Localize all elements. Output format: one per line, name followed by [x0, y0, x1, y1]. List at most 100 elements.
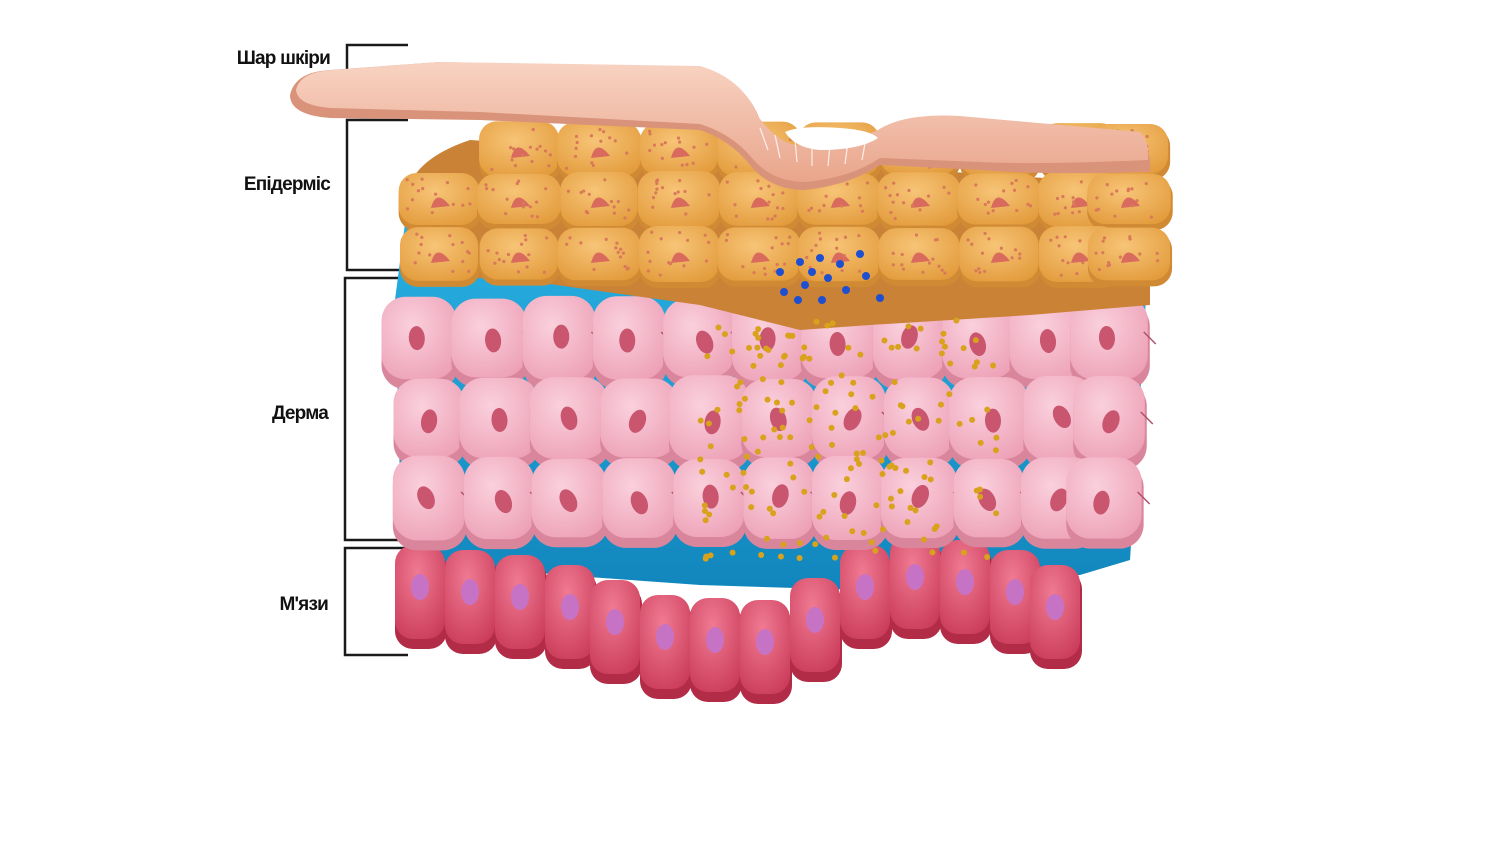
yellow-particle	[815, 453, 822, 460]
yellow-particle	[853, 456, 860, 463]
epidermis-nucleus	[991, 197, 1010, 208]
dermis-cell	[522, 295, 604, 391]
yellow-particle	[743, 453, 750, 460]
dermis-cell	[459, 377, 548, 469]
yellow-particle	[977, 493, 984, 500]
yellow-particle	[993, 510, 1000, 517]
yellow-particle	[829, 320, 836, 327]
yellow-particle	[721, 331, 728, 338]
muscle-nucleus	[656, 624, 674, 650]
yellow-particle	[701, 502, 708, 509]
dermis-cell	[1070, 296, 1157, 390]
yellow-particle	[789, 332, 796, 339]
yellow-particle	[852, 405, 859, 412]
yellow-particle	[736, 401, 743, 408]
muscle-cell	[1030, 565, 1082, 669]
muscle-nucleus	[756, 629, 774, 655]
yellow-particle	[789, 399, 796, 406]
dermis-cell	[602, 458, 685, 548]
muscle-nucleus	[806, 607, 824, 633]
blue-particle	[780, 288, 788, 296]
dermis-cell	[880, 457, 966, 549]
yellow-particle	[748, 504, 755, 511]
yellow-particle	[828, 424, 835, 431]
yellow-particle	[796, 540, 803, 547]
yellow-particle	[729, 348, 736, 355]
muscle-cell	[890, 535, 942, 639]
yellow-particle	[872, 547, 879, 554]
epidermis-cell	[1087, 227, 1173, 287]
yellow-particle	[927, 476, 934, 483]
dermis-nucleus	[630, 491, 649, 515]
yellow-particle	[790, 474, 797, 481]
epidermis-nucleus	[591, 252, 610, 263]
dermis-nucleus	[702, 484, 719, 509]
yellow-particle	[737, 379, 744, 386]
muscle-cell	[940, 540, 992, 644]
yellow-particle	[940, 330, 947, 337]
epidermis-cell	[639, 122, 721, 182]
yellow-particle	[787, 434, 794, 441]
blue-particle	[818, 296, 826, 304]
yellow-particle	[723, 471, 730, 478]
yellow-particle	[799, 355, 806, 362]
yellow-particle	[734, 383, 741, 390]
yellow-particle	[829, 441, 836, 448]
yellow-particle	[757, 352, 764, 359]
epidermis-nucleus	[1071, 252, 1090, 263]
dermis-nucleus	[408, 326, 425, 351]
epidermis-nucleus	[671, 197, 690, 208]
yellow-particle	[921, 474, 928, 481]
muscle-nucleus	[461, 579, 479, 605]
yellow-particle	[972, 337, 979, 344]
yellow-particle	[808, 444, 815, 451]
muscle-layer	[395, 535, 1082, 704]
epidermis-nucleus	[591, 197, 610, 208]
yellow-particle	[935, 417, 942, 424]
dermis-cell	[1066, 457, 1151, 549]
yellow-particle	[755, 326, 762, 333]
dermis-nucleus	[772, 484, 789, 508]
yellow-particle	[841, 512, 848, 519]
yellow-particle	[887, 495, 894, 502]
epidermis-cell	[878, 228, 962, 286]
yellow-particle	[705, 420, 712, 427]
muscle-nucleus	[856, 574, 874, 600]
yellow-particle	[905, 418, 912, 425]
blue-particle	[816, 254, 824, 262]
yellow-particle	[977, 439, 984, 446]
yellow-particle	[886, 463, 893, 470]
yellow-particle	[750, 362, 757, 369]
yellow-particle	[781, 352, 788, 359]
yellow-particle	[895, 343, 902, 350]
yellow-particle	[701, 508, 708, 515]
yellow-particle	[771, 426, 778, 433]
epidermis-cell	[479, 121, 561, 183]
yellow-particle	[823, 534, 830, 541]
dermis-cell	[741, 378, 826, 468]
epidermis-cell	[477, 173, 563, 231]
dermis-cell	[381, 296, 465, 390]
dermis-nucleus	[695, 330, 714, 354]
muscle-nucleus	[706, 627, 724, 653]
muscle-cell	[495, 555, 547, 659]
yellow-particle	[770, 510, 777, 517]
yellow-particle	[754, 344, 761, 351]
dermis-cell	[600, 378, 687, 468]
muscle-cell	[740, 600, 792, 704]
yellow-particle	[764, 396, 771, 403]
yellow-particle	[780, 541, 787, 548]
yellow-particle	[729, 484, 736, 491]
yellow-particle	[741, 395, 748, 402]
dermis-nucleus	[839, 491, 857, 515]
dermis-nucleus	[553, 324, 570, 349]
yellow-particle	[816, 513, 823, 520]
dermis-cell	[393, 378, 473, 468]
yellow-particle	[773, 399, 780, 406]
yellow-particle	[879, 526, 886, 533]
yellow-particle	[869, 393, 876, 400]
epidermis-nucleus	[431, 252, 450, 263]
blue-particle	[824, 274, 832, 282]
yellow-particle	[888, 503, 895, 510]
yellow-particle	[806, 417, 813, 424]
